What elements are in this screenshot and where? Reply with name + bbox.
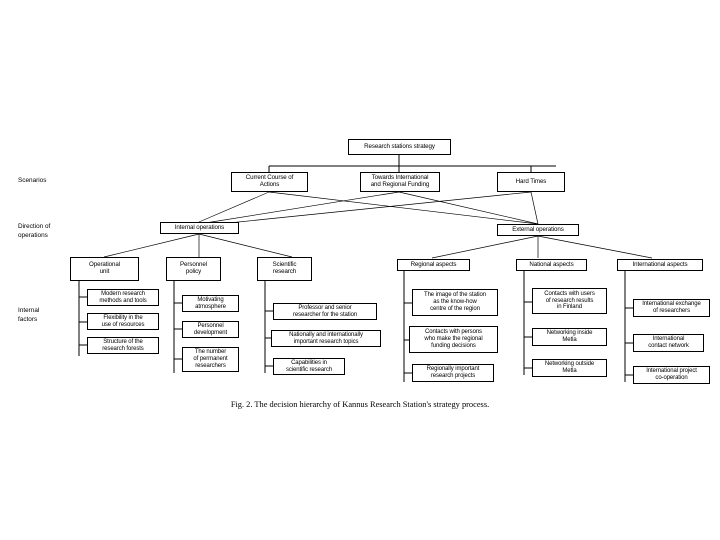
- node-label: National aspects: [529, 260, 574, 268]
- node-label: Internal operations: [174, 223, 225, 231]
- node-label: International aspects: [632, 260, 688, 268]
- node-label: Hard Times: [515, 177, 547, 185]
- node-category-national-aspects[interactable]: National aspects: [516, 259, 587, 271]
- node-label: Research stations strategy: [364, 142, 435, 150]
- node-scenario-hard-times[interactable]: Hard Times: [497, 172, 565, 192]
- node-goal-research-stations-strategy[interactable]: Research stations strategy: [348, 139, 451, 155]
- node-category-regional-aspects[interactable]: Regional aspects: [397, 259, 470, 271]
- node-category-international-aspects[interactable]: International aspects: [617, 259, 703, 271]
- node-direction-internal-operations[interactable]: Internal operations: [160, 222, 239, 234]
- node-label: Regional aspects: [410, 260, 457, 268]
- figure-caption: Fig. 2. The decision hierarchy of Kannus…: [230, 400, 490, 409]
- node-direction-external-operations[interactable]: External operations: [497, 224, 579, 236]
- node-label: External operations: [512, 225, 564, 233]
- lane-label-scenarios: Scenarios: [18, 177, 47, 184]
